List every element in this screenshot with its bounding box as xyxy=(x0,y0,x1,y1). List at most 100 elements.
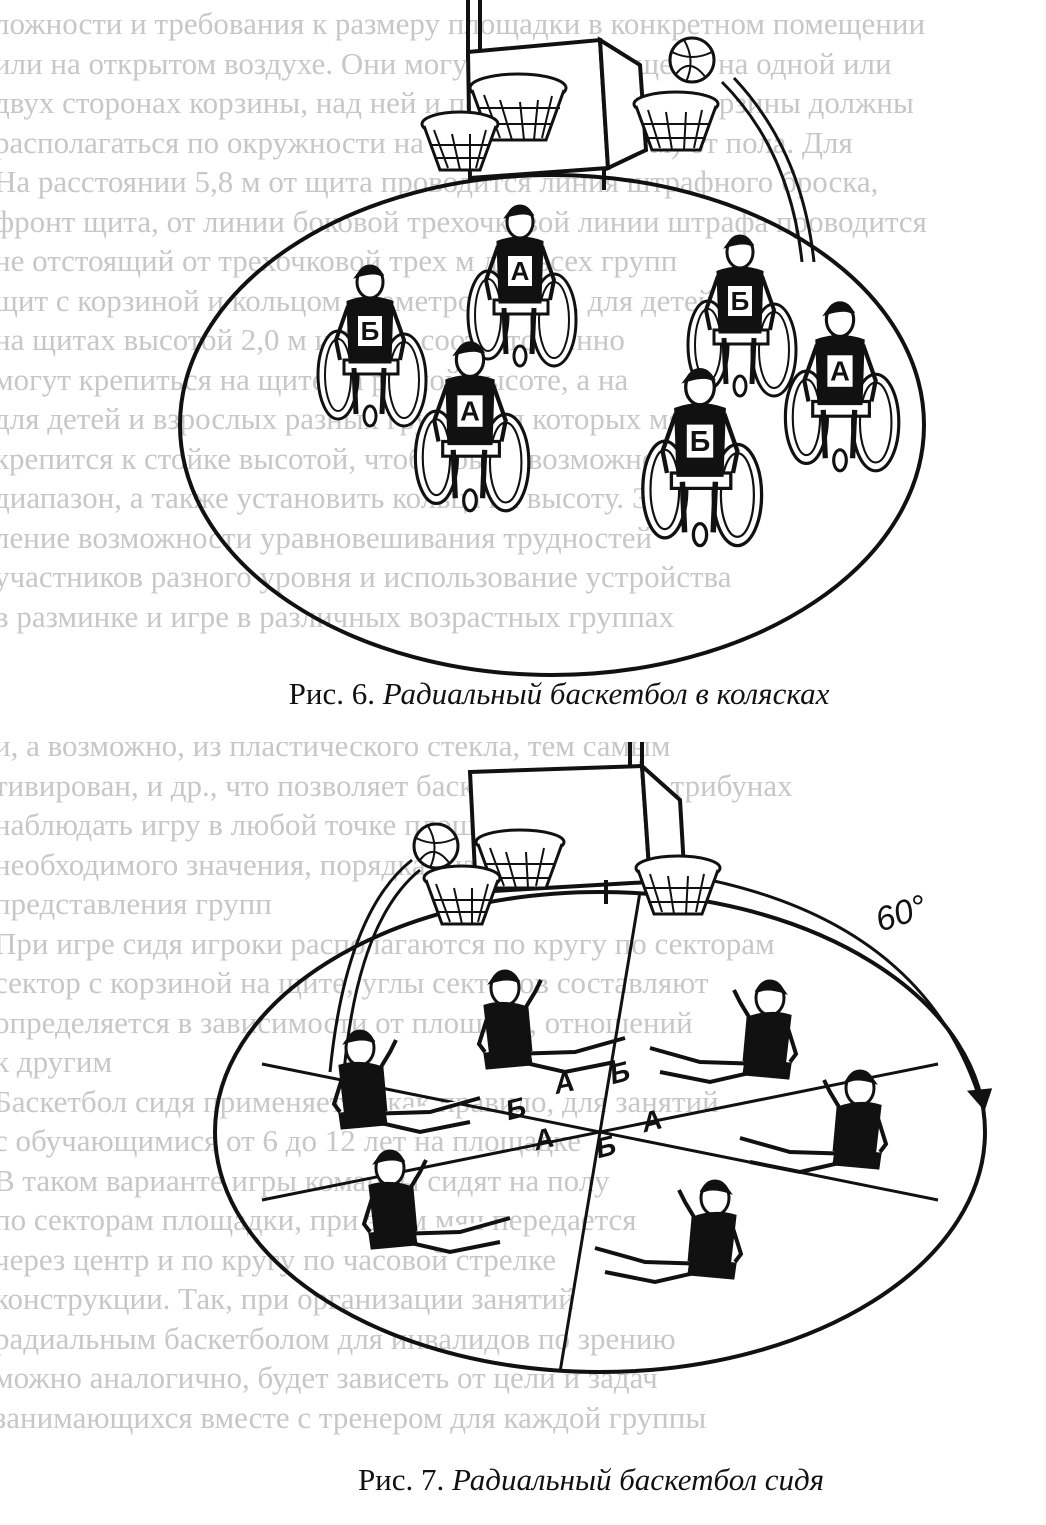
hair xyxy=(452,342,485,357)
hair xyxy=(723,235,755,249)
team-letter: А xyxy=(511,256,530,286)
shorts xyxy=(832,1148,882,1170)
caption-title: Радиальный баскетбол сидя xyxy=(452,1462,825,1497)
hoop-left xyxy=(420,110,500,172)
arms xyxy=(476,979,543,1054)
legs xyxy=(721,337,757,385)
torso xyxy=(832,1101,882,1160)
sitting-player xyxy=(361,1149,511,1255)
torso xyxy=(742,1011,792,1070)
bleed-through-line: определяется в зависимости от площади, о… xyxy=(0,1004,693,1040)
arms xyxy=(361,1159,428,1234)
shirt-patch xyxy=(827,355,853,387)
shorts xyxy=(742,1058,792,1080)
bleed-through-line: представления групп xyxy=(0,886,272,921)
shorts xyxy=(368,1228,418,1250)
hoop-left xyxy=(422,864,502,926)
players xyxy=(331,969,889,1285)
arms xyxy=(660,412,740,474)
wheelchair-player: Б xyxy=(641,367,764,548)
hair xyxy=(699,1180,733,1195)
hair xyxy=(503,205,535,219)
shirt-patch xyxy=(728,286,752,316)
legs xyxy=(501,307,537,355)
caption-prefix: Рис. 6. xyxy=(288,676,375,711)
figure-6: ложности и требования к размеру площадки… xyxy=(0,0,1046,680)
bleed-through-line: ление возможности уравновешивания трудно… xyxy=(0,519,653,555)
arms xyxy=(677,1189,744,1264)
wheelchair-player: А xyxy=(783,301,901,473)
hair xyxy=(754,980,788,995)
hoop-right xyxy=(632,90,720,152)
team-letter: Б xyxy=(731,286,750,316)
bleed-through-line: занимающихся вместе с тренером для каждо… xyxy=(0,1399,707,1435)
court-ellipse xyxy=(213,890,987,1374)
bleed-through-line: могут крепиться на щите на разной высоте… xyxy=(0,361,629,397)
caption-prefix: Рис. 7. xyxy=(357,1462,445,1497)
hair xyxy=(487,970,521,985)
arms xyxy=(822,1079,889,1154)
shorts xyxy=(687,1258,737,1280)
caption-title: Радиальный баскетбол в колясках xyxy=(382,676,830,711)
hoop-right xyxy=(634,854,722,916)
bleed-through-line: по секторам площадки, при этом мяч перед… xyxy=(0,1202,637,1237)
arms xyxy=(432,384,508,442)
shirt-patch xyxy=(358,316,382,346)
arms xyxy=(331,1039,398,1114)
hair xyxy=(342,1030,376,1045)
bleed-through-line: диапазон, а также установить кольца на в… xyxy=(0,480,682,515)
torso xyxy=(687,1211,737,1270)
team-letter: А xyxy=(529,1121,557,1156)
team-letter: Б xyxy=(606,1055,633,1090)
torso xyxy=(338,1061,388,1120)
wheelchair-player: А xyxy=(466,204,578,368)
sector-line xyxy=(558,891,642,1373)
angle-label: 60° xyxy=(871,888,932,940)
legs xyxy=(450,449,488,499)
shirt-patch xyxy=(508,256,532,286)
sitting-player xyxy=(476,969,626,1075)
caster xyxy=(691,521,709,548)
ball-trajectory xyxy=(720,76,816,263)
sitting-player xyxy=(594,1179,744,1285)
torso xyxy=(483,1001,533,1060)
hair xyxy=(681,369,716,384)
ball-trajectory xyxy=(328,858,421,1073)
wheelchair-player: Б xyxy=(686,234,798,398)
legs xyxy=(820,409,858,459)
shirt-patch xyxy=(686,424,714,458)
sitting-player xyxy=(331,1029,481,1135)
hoops xyxy=(422,828,722,926)
torso xyxy=(368,1181,418,1240)
hoop-center xyxy=(474,828,566,890)
bleed-through-line: не отстоящий от трехочковой трех м для в… xyxy=(0,243,678,278)
hair xyxy=(372,1150,406,1165)
bleed-through-line: сектор с корзиной на щите, углы секторов… xyxy=(0,965,709,1000)
caster xyxy=(732,374,748,398)
arms xyxy=(333,305,407,361)
shirt-patch xyxy=(457,395,483,427)
wheelchair-player: Б xyxy=(316,264,428,428)
caster xyxy=(462,488,478,513)
sitting-player xyxy=(739,1069,889,1175)
team-letter: Б xyxy=(502,1091,529,1126)
caster xyxy=(832,448,848,473)
court-ellipse xyxy=(178,173,926,677)
caster xyxy=(512,344,528,368)
bleed-through-line: можно аналогично, будет зависеть от цели… xyxy=(0,1360,658,1395)
hoops xyxy=(420,72,720,172)
arms xyxy=(802,344,878,402)
arms xyxy=(703,275,777,331)
bleed-through-line: крепится к стойке высотой, чтобы было во… xyxy=(0,440,658,476)
arms xyxy=(483,245,557,301)
bleed-through-line: ложности и требования к размеру площадки… xyxy=(0,6,926,41)
bleed-through-line: и, а возможно, из пластического стекла, … xyxy=(0,742,671,763)
legs xyxy=(679,481,719,533)
bleed-through-line: с обучающимися от 6 до 12 лет на площадк… xyxy=(0,1123,582,1158)
ball xyxy=(668,36,716,84)
team-letter: Б xyxy=(690,426,711,458)
bleed-through-line: участников разного уровня и использовани… xyxy=(0,559,732,594)
sitting-basketball-illustration: 60° xyxy=(213,742,993,1374)
